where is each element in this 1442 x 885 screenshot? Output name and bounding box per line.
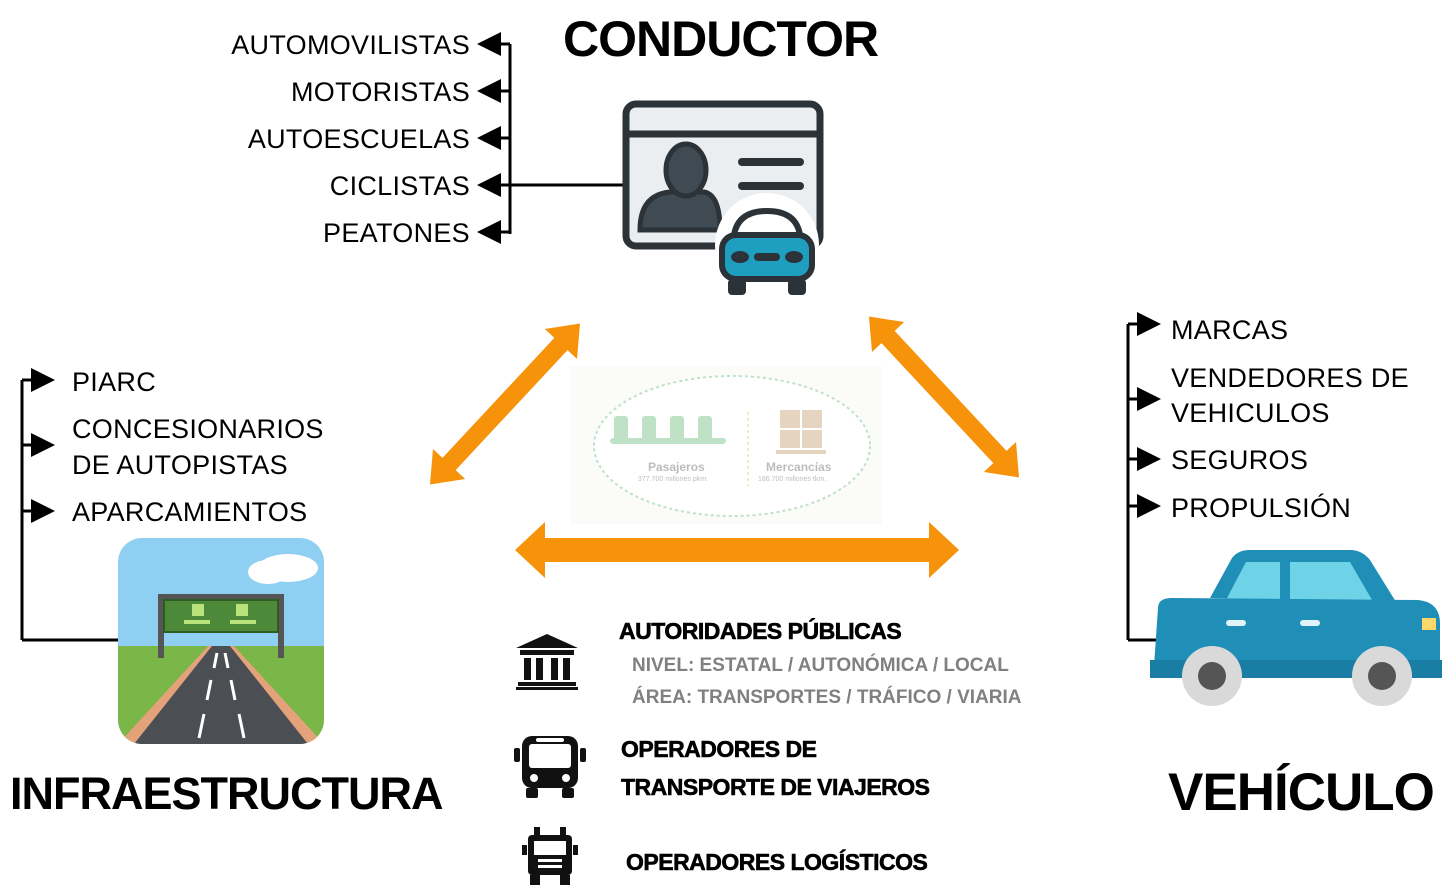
vehiculo-title: VEHÍCULO (1168, 763, 1435, 822)
arrow-infraestructura-vehiculo (515, 522, 959, 578)
infra-item-aparcamientos: APARCAMIENTOS (72, 497, 308, 527)
car-side-icon (1150, 550, 1442, 706)
conductor-title: CONDUCTOR (563, 11, 879, 67)
infraestructura-title: INFRAESTRUCTURA (10, 768, 443, 819)
conductor-item-peatones: PEATONES (323, 218, 470, 248)
operadores-viajeros-line1: OPERADORES DE (621, 736, 818, 763)
arrow-conductor-infraestructura (429, 323, 581, 485)
truck-icon (522, 827, 578, 885)
seats-icon (610, 416, 726, 444)
autoridades-nivel: NIVEL: ESTATAL / AUTONÓMICA / LOCAL (632, 655, 1009, 676)
operadores-logisticos: OPERADORES LOGÍSTICOS (626, 849, 928, 876)
infra-item-de-autopistas: DE AUTOPISTAS (72, 450, 288, 480)
mercancias-value: 186.700 millones tkm. (758, 476, 827, 483)
infra-item-concesionarios: CONCESIONARIOS (72, 414, 324, 444)
autoridades-title: AUTORIDADES PÚBLICAS (619, 618, 902, 645)
car-front-icon (715, 193, 819, 297)
center-badge: Pasajeros 377.700 millones pkm. Mercancí… (570, 366, 882, 524)
boxes-icon (776, 410, 826, 454)
highway-sign-icon (118, 538, 324, 744)
veh-item-seguros: SEGUROS (1171, 445, 1309, 475)
infra-item-piarc: PIARC (72, 367, 157, 397)
veh-item-propulsion: PROPULSIÓN (1171, 493, 1352, 523)
pasajeros-label: Pasajeros (648, 460, 705, 474)
arrow-conductor-vehiculo (868, 316, 1020, 478)
bus-icon (514, 736, 586, 798)
autoridades-area: ÁREA: TRANSPORTES / TRÁFICO / VIARIA (632, 687, 1022, 708)
conductor-item-automovilistas: AUTOMOVILISTAS (231, 30, 470, 60)
bank-icon (516, 634, 578, 690)
veh-item-vehiculos: VEHICULOS (1171, 398, 1330, 428)
conductor-item-ciclistas: CICLISTAS (329, 171, 470, 201)
mercancias-label: Mercancías (766, 460, 832, 474)
operadores-viajeros-line2: TRANSPORTE DE VIAJEROS (621, 774, 931, 801)
veh-item-marcas: MARCAS (1171, 315, 1289, 345)
conductor-item-motoristas: MOTORISTAS (290, 77, 470, 107)
veh-item-vendedores: VENDEDORES DE (1171, 363, 1409, 393)
conductor-item-autoescuelas: AUTOESCUELAS (247, 124, 470, 154)
pasajeros-value: 377.700 millones pkm. (638, 476, 709, 483)
